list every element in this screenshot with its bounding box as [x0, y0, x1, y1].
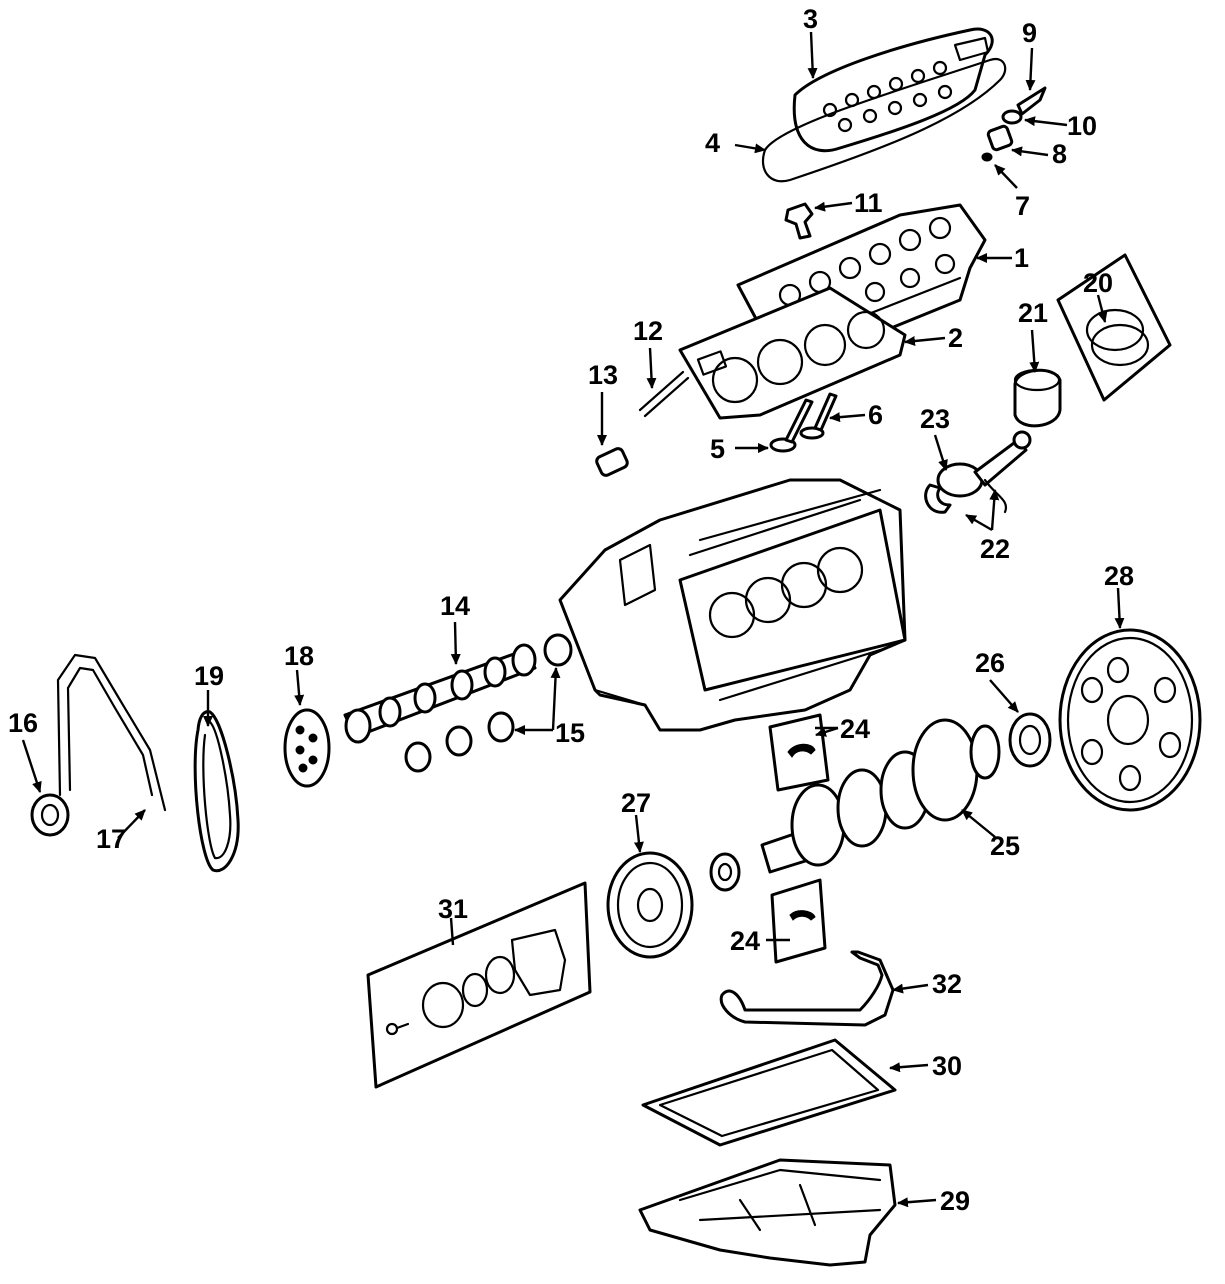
callout-11: 11: [854, 188, 883, 218]
part-valve-cover-gasket[interactable]: [762, 57, 1007, 183]
callout-4: 4: [705, 128, 720, 158]
callout-22: 22: [980, 534, 1010, 564]
callout-6: 6: [868, 400, 883, 430]
callout-26: 26: [975, 648, 1005, 678]
part-head-gasket[interactable]: [678, 286, 907, 420]
callout-17: 17: [96, 824, 126, 854]
callout-14: 14: [440, 591, 470, 621]
callout-labels: 3 4 9 10 8 7 11 1 2 12 13 5 6 20 21 23 2…: [8, 4, 1134, 1216]
part-piston-rings[interactable]: [1056, 253, 1172, 402]
part-oil-pan-gasket[interactable]: [641, 1038, 897, 1147]
callout-7: 7: [1015, 191, 1030, 221]
part-main-bearing-upper[interactable]: [768, 713, 830, 792]
part-oil-pump-kit[interactable]: [366, 881, 592, 1089]
part-pushrod[interactable]: [638, 370, 685, 412]
callout-9: 9: [1022, 18, 1037, 48]
callout-8: 8: [1052, 139, 1067, 169]
part-lifter[interactable]: [595, 447, 629, 477]
part-crank-sprocket[interactable]: [709, 852, 741, 892]
callout-21: 21: [1018, 298, 1048, 328]
part-main-bearing-lower[interactable]: [770, 878, 827, 964]
part-valves[interactable]: [769, 392, 838, 453]
part-front-seal[interactable]: [30, 793, 70, 837]
part-valve-small-parts[interactable]: [981, 86, 1047, 162]
part-camshaft[interactable]: [343, 643, 537, 744]
callout-3: 3: [803, 4, 818, 34]
callout-18: 18: [284, 641, 314, 671]
callout-13: 13: [588, 360, 618, 390]
part-piston[interactable]: [1013, 368, 1062, 428]
callout-2: 2: [948, 323, 963, 353]
part-flexplate[interactable]: [1058, 628, 1202, 812]
callout-24-upper: 24: [840, 714, 870, 744]
part-sensor-11[interactable]: [784, 202, 814, 240]
part-cam-bearings[interactable]: [404, 633, 573, 773]
leader-lines: [21, 31, 1125, 1208]
callout-25: 25: [990, 831, 1020, 861]
part-harmonic-balancer[interactable]: [606, 851, 694, 959]
callout-32: 32: [932, 969, 962, 999]
callout-29: 29: [940, 1186, 970, 1216]
part-valve-cover[interactable]: [792, 27, 994, 153]
part-crankshaft[interactable]: [760, 718, 1001, 874]
callout-5: 5: [710, 434, 725, 464]
callout-30: 30: [932, 1051, 962, 1081]
callout-1: 1: [1014, 243, 1029, 273]
part-cam-sprocket[interactable]: [283, 708, 331, 788]
callout-19: 19: [194, 661, 224, 691]
callout-24-lower: 24: [730, 926, 760, 956]
callout-10: 10: [1067, 111, 1097, 141]
part-rear-seal[interactable]: [1008, 712, 1052, 768]
callout-20: 20: [1083, 268, 1113, 298]
part-engine-block[interactable]: [558, 478, 907, 732]
callout-16: 16: [8, 708, 38, 738]
callout-12: 12: [633, 316, 663, 346]
callout-31: 31: [438, 894, 468, 924]
callout-23: 23: [920, 404, 950, 434]
part-connecting-rod[interactable]: [924, 430, 1032, 514]
callout-28: 28: [1104, 561, 1134, 591]
part-oil-pickup[interactable]: [719, 950, 895, 1027]
callout-15: 15: [555, 718, 585, 748]
callout-27: 27: [621, 788, 651, 818]
part-front-cover-gasket[interactable]: [56, 653, 167, 812]
part-oil-pan[interactable]: [638, 1158, 897, 1267]
